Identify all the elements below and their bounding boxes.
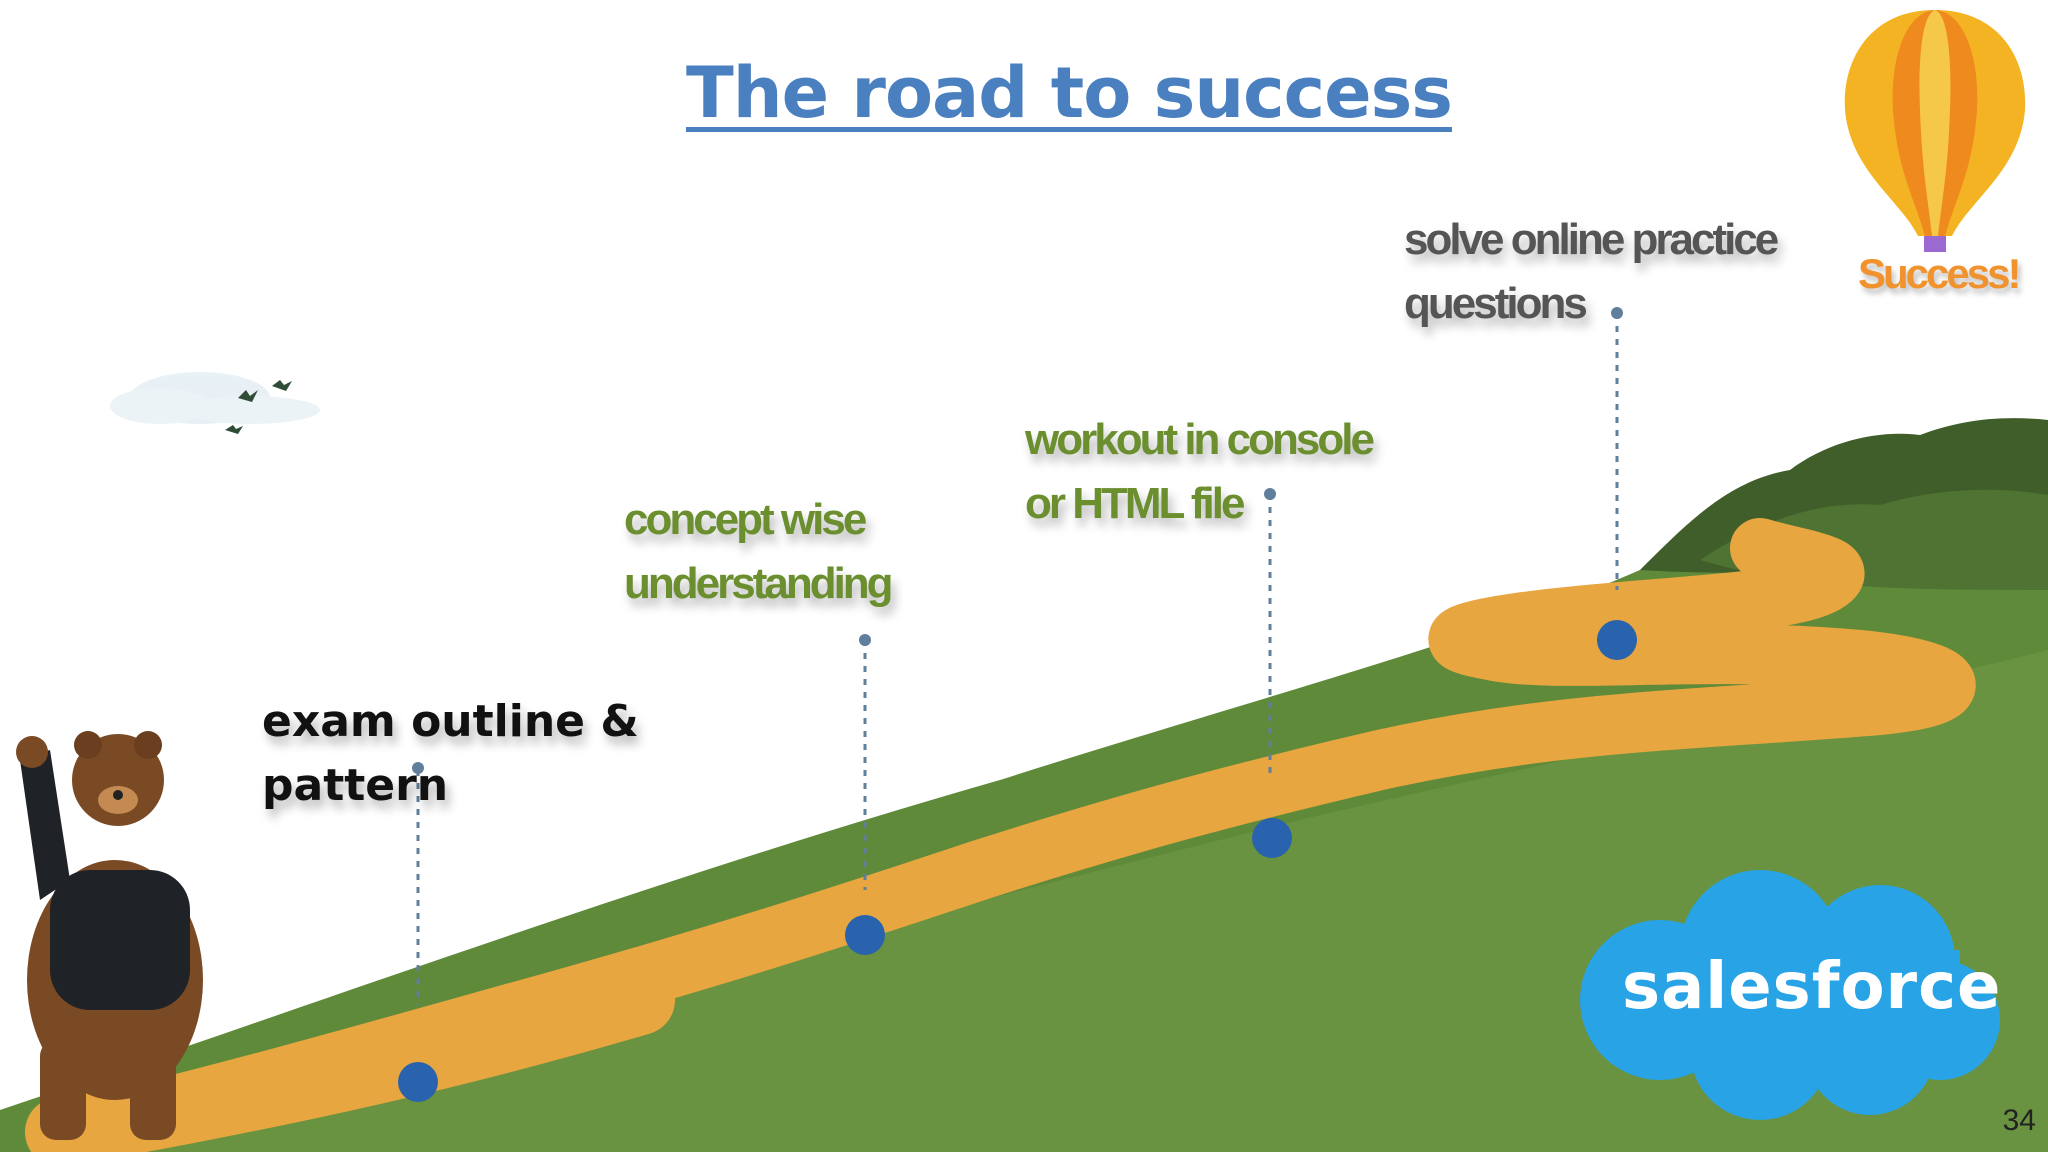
bear-mascot-icon	[16, 731, 203, 1140]
step-2-label: concept wise understanding	[624, 488, 894, 616]
salesforce-cloud-icon	[1580, 870, 2000, 1120]
leader-dot-4	[1611, 307, 1623, 319]
step-2-line1: concept wise	[624, 495, 867, 544]
step-1-label: exam outline & pattern	[262, 690, 639, 818]
step-4-line2: questions	[1404, 279, 1588, 328]
milestone-marker-2	[845, 915, 885, 955]
leader-dots	[412, 307, 1623, 774]
step-4-label: solve online practice questions	[1404, 208, 1779, 336]
step-3-line1: workout in console	[1025, 415, 1375, 464]
road	[65, 518, 1976, 1152]
milestone-marker-1	[398, 1062, 438, 1102]
leader-dot-3	[1264, 488, 1276, 500]
leader-dot-1	[412, 762, 424, 774]
goal-label: Success!	[1858, 250, 2021, 297]
leader-lines	[416, 313, 1619, 1005]
step-1-line1: exam outline &	[262, 696, 639, 747]
hot-air-balloon-icon	[1844, 10, 2026, 252]
step-4-line1: solve online practice	[1404, 215, 1779, 264]
milestone-marker-4	[1597, 620, 1637, 660]
salesforce-logo-text: salesforce	[1622, 950, 2002, 1024]
leader-dot-2	[859, 634, 871, 646]
step-3-line2: or HTML file	[1025, 479, 1245, 528]
step-2-line2: understanding	[624, 559, 894, 608]
milestone-marker-3	[1252, 818, 1292, 858]
step-1-line2: pattern	[262, 760, 449, 811]
cloud-icon	[110, 372, 320, 424]
bird-icon	[225, 380, 292, 434]
step-3-label: workout in console or HTML file	[1025, 408, 1375, 536]
page-number: 34	[2002, 1104, 2036, 1137]
page-title: The road to success	[686, 52, 1453, 134]
milestone-markers	[398, 620, 1637, 1102]
